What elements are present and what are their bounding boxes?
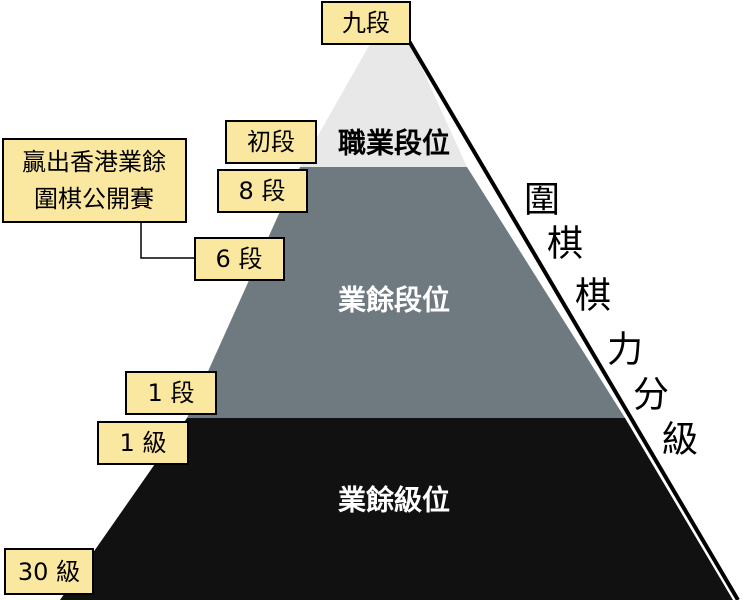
rank-label-thirty-kyu: 30 級 (4, 548, 94, 595)
professional-tier (300, 44, 467, 167)
callout-line2: 圍棋公開賽 (34, 185, 154, 213)
title-char: 分 (633, 375, 669, 416)
rank-label-shodan-pro: 初段 (225, 120, 317, 164)
rank-label-text: 6 段 (216, 245, 263, 273)
callout-connector (140, 222, 195, 259)
callout-open-tournament: 贏出香港業餘 圍棋公開賽 (2, 138, 187, 223)
rank-label-text: 1 段 (148, 379, 195, 407)
tier-label-amateur-dan: 業餘段位 (338, 284, 450, 317)
title-char: 級 (662, 420, 698, 461)
tier-label-amateur-kyu: 業餘級位 (338, 484, 450, 517)
title-char: 圍 (524, 180, 560, 221)
vertical-title: 圍 棋 棋 力 分 級 (524, 180, 698, 461)
amateur-kyu-tier (60, 418, 733, 600)
rank-label-one-kyu: 1 級 (97, 421, 189, 465)
rank-label-eight-dan: 8 段 (217, 169, 308, 213)
rank-label-text: 30 級 (18, 558, 80, 586)
rank-label-text: 初段 (247, 128, 295, 156)
tier-label-professional: 職業段位 (338, 127, 450, 160)
rank-label-text: 1 級 (120, 429, 167, 457)
title-char: 棋 (547, 224, 583, 265)
rank-label-six-dan: 6 段 (194, 237, 285, 281)
rank-label-text: 8 段 (239, 177, 286, 205)
rank-label-text: 九段 (342, 9, 390, 37)
rank-label-nine-dan: 九段 (321, 1, 411, 45)
rank-label-one-dan: 1 段 (125, 371, 217, 415)
title-char: 力 (607, 330, 643, 371)
amateur-dan-tier (187, 167, 625, 418)
title-char: 棋 (575, 276, 611, 317)
callout-line1: 贏出香港業餘 (22, 148, 166, 176)
pyramid-right-edge (404, 34, 740, 600)
